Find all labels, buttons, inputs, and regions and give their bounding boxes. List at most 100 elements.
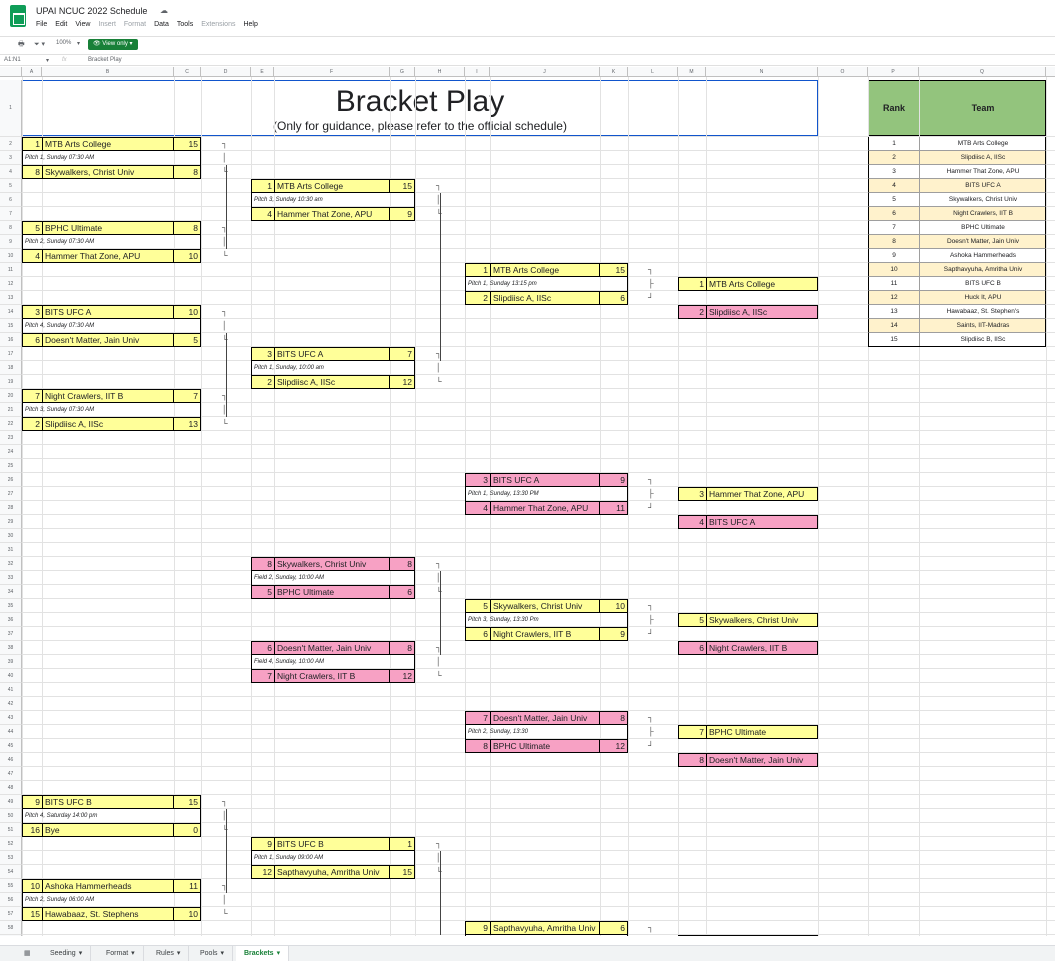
row-header[interactable]: 22 <box>0 417 22 431</box>
menu-file[interactable]: File <box>36 21 48 28</box>
column-header-n[interactable]: N <box>706 67 818 77</box>
column-header-c[interactable]: C <box>174 67 201 77</box>
column-header-o[interactable]: O <box>818 67 868 77</box>
row-header[interactable]: 26 <box>0 473 22 487</box>
column-header-b[interactable]: B <box>42 67 174 77</box>
document-title[interactable]: UPAI NCUC 2022 Schedule <box>36 6 148 16</box>
menu-extensions[interactable]: Extensions <box>201 21 236 28</box>
row-header[interactable]: 32 <box>0 557 22 571</box>
row-header[interactable]: 46 <box>0 753 22 767</box>
row-header[interactable]: 29 <box>0 515 22 529</box>
row-header[interactable]: 10 <box>0 249 22 263</box>
row-header[interactable]: 1 <box>0 80 22 137</box>
row-header[interactable]: 57 <box>0 907 22 921</box>
sheets-list-icon[interactable]: ▦ <box>24 950 31 957</box>
row-header[interactable]: 9 <box>0 235 22 249</box>
row-header[interactable]: 37 <box>0 627 22 641</box>
column-header-f[interactable]: F <box>274 67 390 77</box>
row-header[interactable]: 33 <box>0 571 22 585</box>
column-header-q[interactable]: Q <box>919 67 1046 77</box>
column-header-l[interactable]: L <box>628 67 678 77</box>
row-header[interactable]: 40 <box>0 669 22 683</box>
column-header-e[interactable]: E <box>251 67 274 77</box>
row-header[interactable]: 27 <box>0 487 22 501</box>
row-header[interactable]: 41 <box>0 683 22 697</box>
filter-icon[interactable]: ⏷ ▾ <box>34 41 46 48</box>
row-header[interactable]: 36 <box>0 613 22 627</box>
row-header[interactable]: 48 <box>0 781 22 795</box>
row-header[interactable]: 14 <box>0 305 22 319</box>
row-header[interactable]: 30 <box>0 529 22 543</box>
menu-edit[interactable]: Edit <box>55 21 68 28</box>
menu-tools[interactable]: Tools <box>176 21 194 28</box>
row-header[interactable]: 35 <box>0 599 22 613</box>
row-header[interactable]: 15 <box>0 319 22 333</box>
chevron-down-icon[interactable]: ▾ <box>176 950 181 957</box>
row-header[interactable]: 39 <box>0 655 22 669</box>
chevron-down-icon[interactable]: ▾ <box>78 950 83 957</box>
row-header[interactable]: 49 <box>0 795 22 809</box>
row-header[interactable]: 34 <box>0 585 22 599</box>
row-header[interactable]: 47 <box>0 767 22 781</box>
select-all-corner[interactable] <box>0 67 22 77</box>
bracket-title-cell[interactable]: Bracket Play (Only for guidance, please … <box>22 80 818 136</box>
row-header[interactable]: 25 <box>0 459 22 473</box>
row-header[interactable]: 7 <box>0 207 22 221</box>
tab-rules[interactable]: Rules▾ <box>148 946 190 961</box>
tab-brackets[interactable]: Brackets▾ <box>236 946 290 961</box>
menu-data[interactable]: Data <box>154 21 169 28</box>
zoom-select[interactable]: 100% <box>56 40 72 46</box>
chevron-down-icon[interactable]: ▾ <box>77 41 81 47</box>
row-header[interactable]: 43 <box>0 711 22 725</box>
row-header[interactable]: 31 <box>0 543 22 557</box>
row-header[interactable]: 55 <box>0 879 22 893</box>
column-header-m[interactable]: M <box>678 67 706 77</box>
row-header[interactable]: 12 <box>0 277 22 291</box>
print-icon[interactable]: 🖶 <box>18 41 25 48</box>
row-header[interactable]: 18 <box>0 361 22 375</box>
column-header-d[interactable]: D <box>201 67 251 77</box>
sheets-logo-icon[interactable] <box>10 5 26 27</box>
column-header-h[interactable]: H <box>415 67 465 77</box>
name-box[interactable]: A1:N1 <box>4 57 21 63</box>
formula-input[interactable]: Bracket Play <box>88 57 122 63</box>
menu-help[interactable]: Help <box>243 21 258 28</box>
menu-view[interactable]: View <box>75 21 91 28</box>
column-header-p[interactable]: P <box>868 67 919 77</box>
row-header[interactable]: 44 <box>0 725 22 739</box>
row-header[interactable]: 4 <box>0 165 22 179</box>
row-header[interactable]: 11 <box>0 263 22 277</box>
row-header[interactable]: 13 <box>0 291 22 305</box>
row-header[interactable]: 6 <box>0 193 22 207</box>
column-header-k[interactable]: K <box>600 67 628 77</box>
row-header[interactable]: 23 <box>0 431 22 445</box>
row-header[interactable]: 58 <box>0 921 22 935</box>
row-header[interactable]: 17 <box>0 347 22 361</box>
